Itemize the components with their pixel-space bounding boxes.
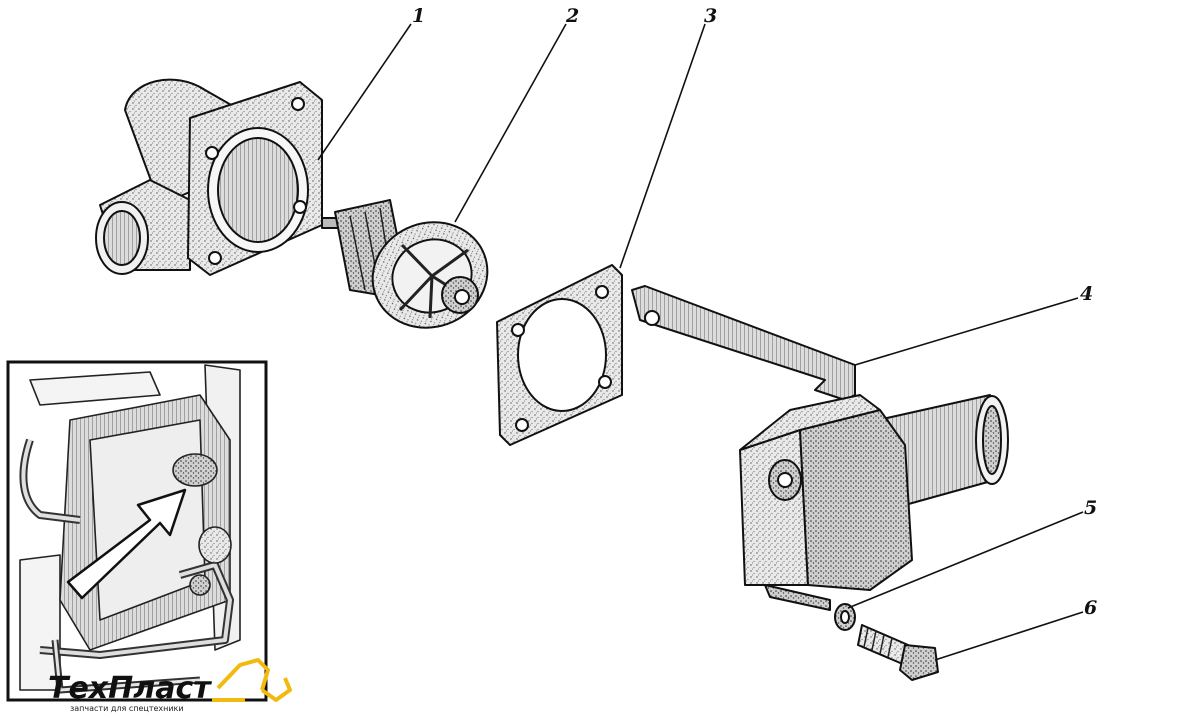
callout-5: 5 <box>1084 497 1097 519</box>
leader-line-5 <box>847 511 1084 609</box>
location-arrow <box>66 488 187 600</box>
logo-title: ТехПласт <box>48 671 212 706</box>
washer <box>834 603 856 631</box>
watermark-logo: ТехПласт запчасти для спецтехники <box>48 658 292 713</box>
leader-line-4 <box>854 297 1079 366</box>
leader-line-1 <box>317 23 412 161</box>
leader-lines <box>317 23 1084 661</box>
thermostat <box>321 199 489 329</box>
leader-line-3 <box>619 23 706 269</box>
excavator-icon <box>212 658 292 702</box>
bolt <box>857 624 939 681</box>
callout-1: 1 <box>412 5 425 27</box>
leader-line-6 <box>934 611 1084 661</box>
callout-6: 6 <box>1084 597 1097 619</box>
gasket <box>496 264 623 446</box>
logo-subtitle: запчасти для спецтехники <box>70 704 184 713</box>
callout-4: 4 <box>1080 283 1093 305</box>
callout-2: 2 <box>565 5 579 27</box>
bracket-and-cover <box>631 285 1009 611</box>
inset-location-diagram <box>6 360 268 702</box>
leader-line-2 <box>454 23 567 223</box>
callout-3: 3 <box>704 5 717 27</box>
thermostat-housing <box>95 78 323 276</box>
